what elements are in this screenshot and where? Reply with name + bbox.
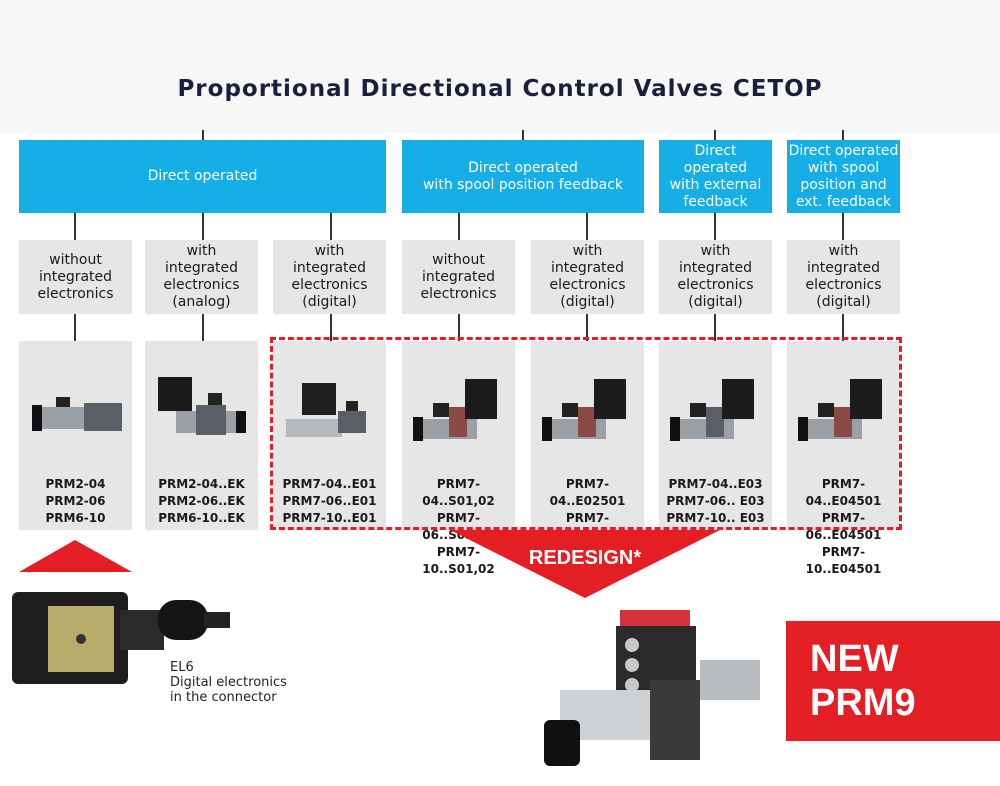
connector-line xyxy=(202,130,204,140)
el6-name: EL6 xyxy=(170,660,194,675)
connector-line xyxy=(842,130,844,140)
connector-line xyxy=(202,213,204,240)
connector-line xyxy=(842,213,844,240)
prm9-label: PRM9 xyxy=(810,682,916,724)
el6-connector-image xyxy=(12,592,230,684)
category-spool-feedback: Direct operated with spool position feed… xyxy=(402,140,644,213)
connector-line xyxy=(586,314,588,341)
redesign-highlight-frame xyxy=(270,337,902,530)
electronics-box: with integrated electronics (digital) xyxy=(787,240,900,314)
arrow-up-icon xyxy=(19,540,132,572)
connector-line xyxy=(522,130,524,140)
connector-line xyxy=(714,213,716,240)
new-prm9-badge: NEW PRM9 xyxy=(786,621,1000,741)
connector-line xyxy=(714,130,716,140)
connector-line xyxy=(202,314,204,341)
product-codes: PRM2-04 PRM2-06 PRM6-10 xyxy=(45,477,106,525)
connector-line xyxy=(74,213,76,240)
electronics-box: with integrated electronics (digital) xyxy=(531,240,644,314)
el6-line1: Digital electronics xyxy=(170,675,287,690)
valve-image xyxy=(285,383,366,437)
electronics-box: with integrated electronics (analog) xyxy=(145,240,258,314)
new-label: NEW xyxy=(810,638,899,680)
product-card: PRM7-04..E04501 PRM7-06..E04501 PRM7-10.… xyxy=(787,341,900,576)
product-card: PRM7-04..E01 PRM7-06..E01 PRM7-10..E01 xyxy=(273,341,386,530)
category-spool-ext-feedback: Direct operated with spool position and … xyxy=(787,140,900,213)
connector-line xyxy=(330,314,332,341)
connector-line xyxy=(586,213,588,240)
category-external-feedback: Direct operated with external feedback xyxy=(659,140,772,213)
connector-line xyxy=(330,213,332,240)
product-codes: PRM7-04..E04501 PRM7-06..E04501 PRM7-10.… xyxy=(805,477,882,576)
el6-line2: in the connector xyxy=(170,690,277,705)
redesign-label: REDESIGN* xyxy=(529,547,641,569)
electronics-box: with integrated electronics (digital) xyxy=(273,240,386,314)
el6-caption: EL6 Digital electronics in the connector xyxy=(170,660,287,705)
prm9-valve-image xyxy=(544,610,760,766)
valve-image xyxy=(797,379,882,441)
electronics-box: without integrated electronics xyxy=(402,240,515,314)
category-direct-operated: Direct operated xyxy=(19,140,386,213)
product-codes: PRM7-04..E03 PRM7-06.. E03 PRM7-10.. E03 xyxy=(666,477,765,525)
product-card: PRM2-04..EK PRM2-06..EK PRM6-10..EK xyxy=(145,341,258,530)
valve-image xyxy=(541,379,626,441)
product-card: PRM7-04..E03 PRM7-06.. E03 PRM7-10.. E03 xyxy=(659,341,772,530)
connector-line xyxy=(842,314,844,341)
product-codes: PRM7-04..E01 PRM7-06..E01 PRM7-10..E01 xyxy=(282,477,377,525)
product-codes: PRM7-04..S01,02 PRM7-06..S01,02 PRM7-10.… xyxy=(422,477,495,576)
valve-image xyxy=(669,379,754,441)
valve-image xyxy=(31,397,122,431)
connector-line xyxy=(714,314,716,341)
valve-image xyxy=(412,379,497,441)
product-card: PRM2-04 PRM2-06 PRM6-10 xyxy=(19,341,132,530)
page-title: Proportional Directional Control Valves … xyxy=(177,76,823,102)
header-band xyxy=(0,0,1000,133)
connector-line xyxy=(458,314,460,341)
valve-image xyxy=(157,377,246,435)
electronics-box: without integrated electronics xyxy=(19,240,132,314)
redesign-arrow: REDESIGN* xyxy=(450,530,720,598)
product-codes: PRM2-04..EK PRM2-06..EK PRM6-10..EK xyxy=(158,477,245,525)
electronics-box: with integrated electronics (digital) xyxy=(659,240,772,314)
product-card: PRM7-04..S01,02 PRM7-06..S01,02 PRM7-10.… xyxy=(402,341,515,576)
connector-line xyxy=(74,314,76,341)
connector-line xyxy=(458,213,460,240)
